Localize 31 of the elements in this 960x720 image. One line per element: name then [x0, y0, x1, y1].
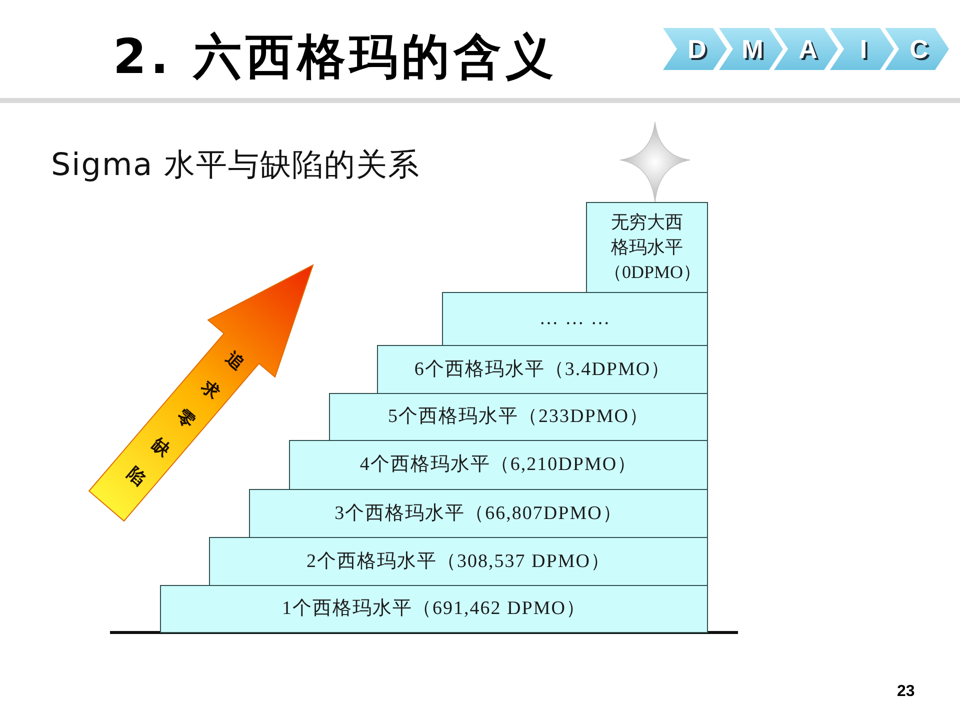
- chevron-tile: [830, 28, 894, 70]
- step-label: 3个西格玛水平（66,807DPMO）: [334, 502, 622, 526]
- chevron-tile: [663, 28, 727, 70]
- chevron-letter: I: [858, 34, 868, 64]
- step-label: 6个西格玛水平（3.4DPMO）: [414, 358, 671, 382]
- page-number: 23: [897, 683, 915, 701]
- step-box: [289, 440, 708, 490]
- chevron-letter: M: [740, 34, 764, 64]
- chevron-tile: [718, 28, 782, 70]
- step-label: 无穷大西格玛水平（0DPMO）: [603, 211, 702, 284]
- step-box: [209, 537, 708, 586]
- step-box: [586, 202, 708, 293]
- step-label: 2个西格玛水平（308,537 DPMO）: [306, 550, 610, 574]
- step-box: [329, 393, 708, 441]
- step-box: [249, 489, 708, 538]
- chevron-letter: C: [908, 34, 928, 64]
- step-box: [442, 292, 708, 346]
- step-box: [160, 585, 708, 633]
- step-label: … … …: [539, 307, 611, 331]
- chevron-letter: A: [798, 34, 818, 64]
- subtitle: Sigma 水平与缺陷的关系: [51, 146, 420, 185]
- step-label: 4个西格玛水平（6,210DPMO）: [360, 453, 638, 477]
- chevron-tile: [774, 28, 838, 70]
- arrow-label: 追求零缺陷: [122, 346, 248, 492]
- step-label: 1个西格玛水平（691,462 DPMO）: [282, 597, 586, 621]
- block-arrow: [86, 262, 316, 524]
- step-box: [377, 345, 708, 394]
- step-label: 5个西格玛水平（233DPMO）: [388, 405, 649, 429]
- chevron-tile: [885, 28, 949, 70]
- slide-title: 2. 六西格玛的含义: [113, 28, 558, 85]
- chevron-letter: D: [686, 34, 706, 64]
